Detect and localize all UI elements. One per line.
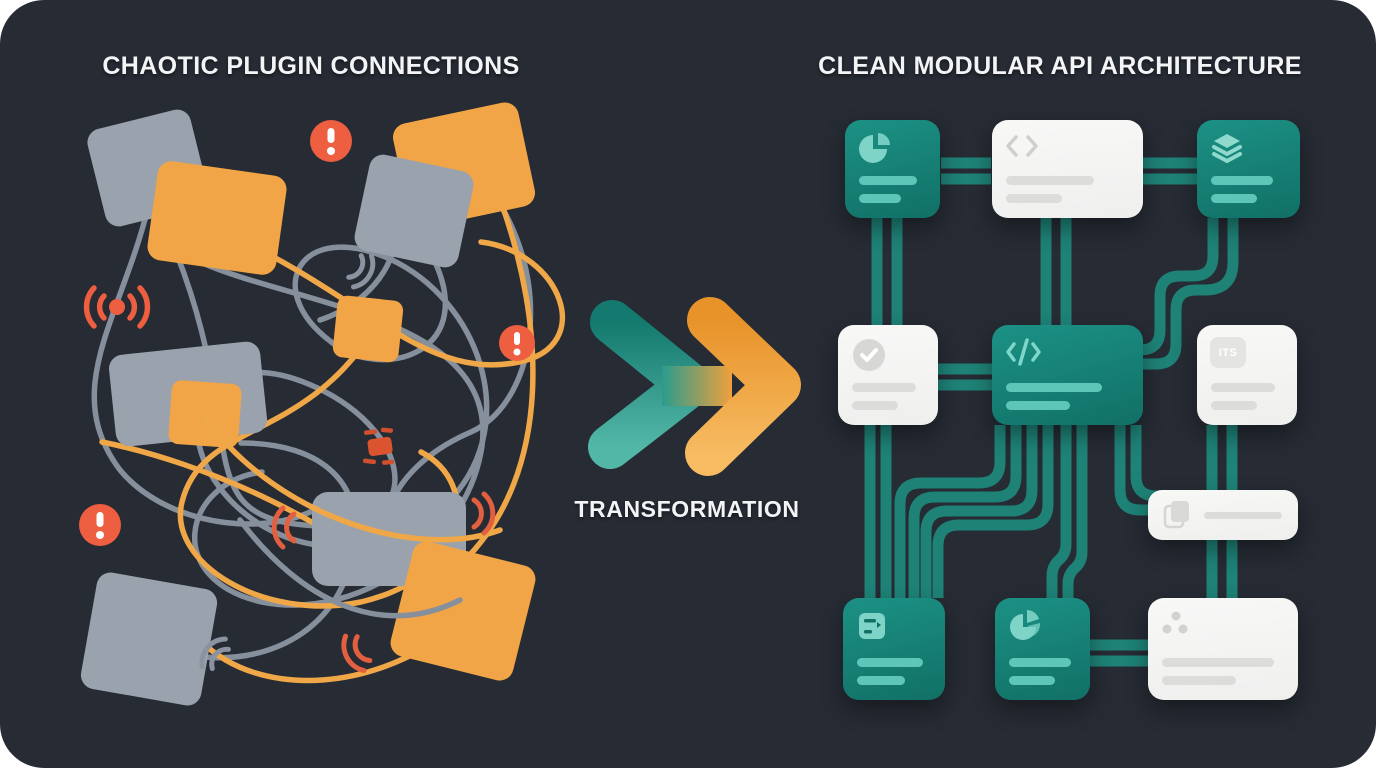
module-card-cluster	[1148, 598, 1298, 700]
orange-block	[390, 541, 536, 681]
text-line-bar	[1211, 383, 1275, 392]
text-lines	[1006, 176, 1094, 203]
text-line-bar	[859, 194, 901, 203]
orange-block	[147, 161, 287, 275]
api-connectors	[864, 157, 1239, 667]
pie-chart-icon	[859, 133, 890, 163]
text-line-bar	[859, 176, 917, 185]
text-lines	[1006, 383, 1102, 410]
text-lines	[1009, 658, 1071, 685]
chaos-wires-over	[202, 415, 503, 619]
module-card-api-core	[992, 325, 1143, 425]
text-lines	[852, 383, 916, 410]
plugin-blocks	[80, 102, 536, 706]
module-card-validation	[838, 325, 938, 425]
signal-waves-icon	[471, 491, 496, 536]
orange-block	[168, 380, 242, 448]
chevron-right-orange-icon	[685, 297, 801, 476]
text-lines	[857, 658, 923, 685]
layers-icon	[1212, 134, 1242, 163]
module-card-layers	[1197, 120, 1300, 218]
orange-block	[332, 295, 404, 363]
right-panel-title: CLEAN MODULAR API ARCHITECTURE	[818, 52, 1302, 80]
check-circle-icon	[853, 339, 885, 371]
module-card-code	[992, 120, 1143, 218]
dots-cluster-icon	[1162, 611, 1188, 634]
its-badge-icon: ITS	[1210, 337, 1246, 368]
module-card-analytics	[845, 120, 940, 218]
signal-waves-icon	[271, 505, 297, 550]
arrow-bridge	[662, 366, 732, 406]
text-line-bar	[1162, 676, 1236, 685]
text-line-bar	[1211, 194, 1257, 203]
pie-slice-icon	[1010, 610, 1041, 640]
text-lines	[1211, 383, 1275, 410]
signal-waves-icon	[341, 633, 373, 674]
text-line-bar	[857, 676, 905, 685]
text-lines	[859, 176, 917, 203]
archive-icon	[859, 613, 885, 639]
gray-block	[354, 154, 474, 268]
warning-icon	[79, 504, 121, 546]
signal-waves-icon	[346, 253, 376, 290]
code-brackets-icon	[1006, 135, 1038, 157]
text-line-bar	[852, 401, 898, 410]
text-line-bar	[1211, 176, 1273, 185]
code-slash-icon	[1006, 338, 1041, 366]
text-line-bar	[1006, 176, 1094, 185]
text-line-bar	[1009, 658, 1071, 667]
signal-waves-icon	[199, 636, 231, 672]
glitch-icon	[362, 427, 395, 465]
module-card-its: ITS	[1197, 325, 1297, 425]
text-line-bar	[1006, 194, 1062, 203]
text-line-bar	[857, 658, 923, 667]
module-card-storage	[843, 598, 945, 700]
text-line-bar	[1009, 676, 1055, 685]
copy-icon	[1163, 501, 1189, 529]
text-line-bar	[852, 383, 916, 392]
gray-block	[80, 572, 218, 706]
transformation-label: TRANSFORMATION	[574, 496, 800, 522]
text-lines	[1211, 176, 1273, 203]
text-line-bar	[1204, 511, 1282, 519]
warning-icon	[499, 325, 535, 361]
module-card-docs	[1148, 490, 1298, 540]
text-lines	[1162, 658, 1274, 685]
text-line-bar	[1162, 658, 1274, 667]
warning-icon	[310, 120, 352, 162]
text-line-bar	[1006, 383, 1102, 392]
left-panel-title: CHAOTIC PLUGIN CONNECTIONS	[102, 52, 520, 80]
module-card-reports	[995, 598, 1090, 700]
text-line-bar	[1006, 401, 1070, 410]
text-line-bar	[1211, 401, 1257, 410]
signal-waves-icon	[83, 285, 151, 329]
